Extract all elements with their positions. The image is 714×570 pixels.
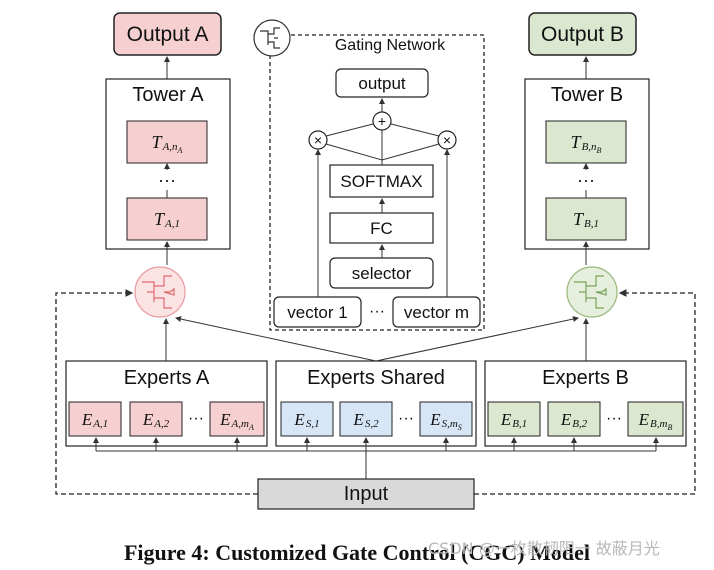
tower-b-ellipsis: ··· bbox=[577, 170, 595, 190]
output-b-label: Output B bbox=[541, 22, 624, 46]
gate-a-icon bbox=[134, 266, 186, 318]
experts-a-label: Experts A bbox=[123, 367, 210, 389]
experts-b-label: Experts B bbox=[542, 367, 629, 389]
output-b-box bbox=[528, 12, 637, 56]
experts-b-ellipsis: ··· bbox=[606, 410, 622, 427]
tower-a-top-node bbox=[126, 120, 208, 164]
output-a-label: Output A bbox=[126, 22, 209, 46]
gating-network-box bbox=[269, 34, 485, 331]
vector-m-label: vector m bbox=[403, 302, 470, 322]
expert-b-1 bbox=[487, 401, 541, 437]
fc-label: FC bbox=[370, 218, 393, 238]
experts-s-ellipsis: ··· bbox=[398, 410, 414, 427]
softmax-label: SOFTMAX bbox=[340, 171, 423, 191]
tower-b-bottom-node bbox=[545, 197, 627, 241]
watermark: CSDN @一枚散韧阳一 故蔽月光 bbox=[428, 539, 660, 558]
experts-a-ellipsis: ··· bbox=[188, 410, 204, 427]
tower-b-label: Tower B bbox=[550, 84, 624, 106]
plus-label: + bbox=[377, 113, 387, 129]
tower-a-ellipsis: ··· bbox=[158, 170, 176, 190]
tower-a-label: Tower A bbox=[132, 84, 204, 106]
tower-b-top-node bbox=[545, 120, 627, 164]
softmax-box bbox=[329, 164, 434, 198]
selector-label: selector bbox=[351, 263, 412, 283]
fc-box bbox=[329, 212, 434, 244]
expert-a-1 bbox=[68, 401, 122, 437]
gating-output-label: output bbox=[358, 73, 406, 93]
vector-m-box bbox=[392, 296, 481, 328]
input-label: Input bbox=[343, 483, 389, 505]
expert-a-m bbox=[209, 401, 265, 437]
expert-s-m bbox=[419, 401, 473, 437]
times-right-label: × bbox=[442, 132, 452, 148]
figure-caption: Figure 4: Customized Gate Control (CGC) … bbox=[123, 540, 590, 565]
output-a-box bbox=[113, 12, 222, 56]
expert-s-1 bbox=[280, 401, 334, 437]
gating-network-title: Gating Network bbox=[334, 37, 446, 54]
experts-shared-label: Experts Shared bbox=[307, 367, 445, 389]
expert-b-m bbox=[627, 401, 684, 437]
times-left-label: × bbox=[313, 132, 323, 148]
gating-output-box bbox=[335, 68, 429, 98]
expert-s-2 bbox=[339, 401, 393, 437]
gate-legend-icon bbox=[253, 19, 291, 57]
expert-a-2 bbox=[129, 401, 183, 437]
expert-b-2 bbox=[547, 401, 601, 437]
vector-ellipsis: ··· bbox=[369, 303, 385, 320]
vector-1-label: vector 1 bbox=[287, 302, 348, 322]
gate-b-icon bbox=[566, 266, 618, 318]
